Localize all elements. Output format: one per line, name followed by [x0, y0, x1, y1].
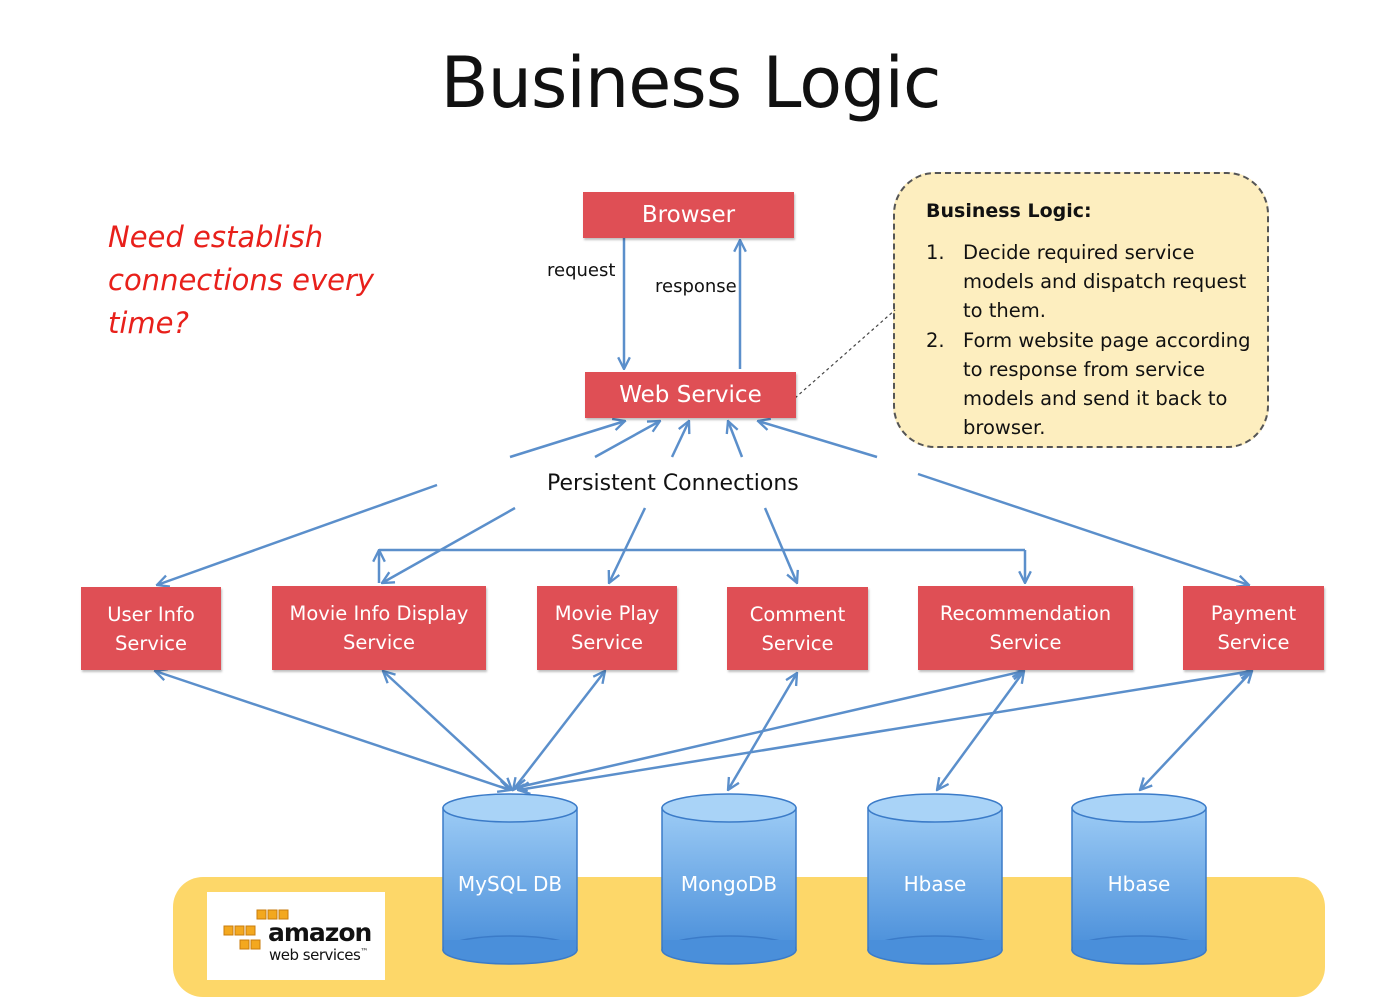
callout-list: 1. Decide required service models and di…: [926, 238, 1266, 442]
aws-amazon-text: amazon: [268, 918, 372, 947]
recommendation-service-node: Recommendation Service: [918, 586, 1133, 670]
movie-info-display-service-node: Movie Info Display Service: [272, 586, 486, 670]
db-label-hbase: Hbase: [903, 872, 967, 896]
connection-arrow: [670, 421, 689, 458]
question-text: Need establish connections every time?: [108, 220, 375, 340]
response-label: response: [655, 276, 737, 297]
db-label-mongodb: MongoDB: [680, 872, 778, 896]
movie-play-service-node: Movie Play Service: [537, 586, 677, 670]
payment-service-node: Payment Service: [1183, 586, 1324, 670]
connection-arrow: [728, 421, 744, 458]
connection-arrow: [609, 507, 647, 583]
mongodb-cylinder: [661, 793, 797, 965]
browser-node: Browser: [583, 192, 794, 238]
web-service-node: Web Service: [585, 372, 796, 418]
aws-cubes-icon: [223, 909, 289, 950]
db-arrow: [513, 671, 605, 790]
hbase-cylinder-2: [1071, 793, 1207, 965]
db-arrow: [1140, 671, 1252, 790]
persistent-connections-label: Persistent Connections: [547, 471, 799, 496]
db-label-hbase: Hbase: [1107, 872, 1171, 896]
callout-item-text: Decide required service models and dispa…: [963, 241, 1247, 322]
callout-item-number: 2.: [926, 329, 945, 352]
callout-item: 2. Form website page according to respon…: [926, 326, 1266, 442]
aws-logo: [207, 892, 385, 980]
callout-title: Business Logic:: [926, 200, 1092, 222]
connection-arrow: [763, 507, 797, 583]
db-arrow: [155, 671, 510, 790]
mysql-cylinder: [442, 793, 578, 965]
connection-arrow: [917, 472, 1249, 585]
request-label: request: [547, 260, 616, 281]
db-arrow: [383, 671, 512, 790]
user-info-service-node: User Info Service: [81, 587, 221, 670]
db-label-mysql: MySQL DB: [457, 872, 563, 896]
callout-pointer: [794, 309, 896, 399]
callout-item-number: 1.: [926, 241, 945, 264]
connection-arrow: [157, 483, 438, 585]
connection-arrow: [382, 506, 516, 583]
connection-arrow: [758, 421, 878, 459]
business-logic-callout: [893, 172, 1269, 448]
slide-title: Business Logic: [440, 42, 942, 124]
comment-service-node: Comment Service: [727, 587, 868, 670]
callout-item-text: Form website page according to response …: [963, 329, 1251, 439]
connection-arrow: [509, 421, 625, 459]
hbase-cylinder-1: [867, 793, 1003, 965]
connection-arrow: [594, 421, 660, 459]
callout-item: 1. Decide required service models and di…: [926, 238, 1266, 325]
db-cylinders: [442, 793, 1207, 965]
aws-webservices-text: web services™: [269, 946, 368, 964]
db-arrow: [518, 671, 1252, 790]
